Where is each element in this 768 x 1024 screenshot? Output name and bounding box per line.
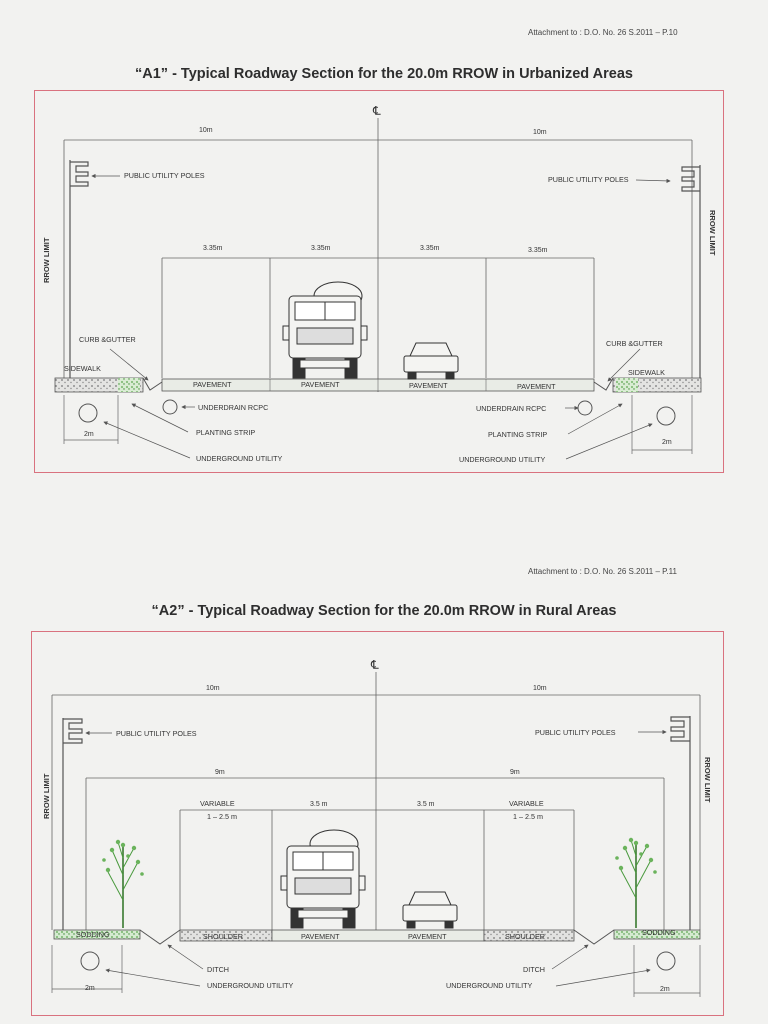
a1-centerline-symbol: ℄ [372, 104, 381, 118]
a2-utility-pole-right [670, 716, 691, 930]
a2-frame [31, 631, 724, 1016]
a2-ditch-right [573, 929, 615, 945]
a2-dim-left-10m: 10m [206, 685, 220, 692]
a2-attachment-note: Attachment to : D.O. No. 26 S.2011 – P.1… [528, 567, 677, 576]
a1-lane-4-width: 3.35m [528, 247, 548, 254]
a2-truck-illustration [280, 829, 366, 929]
a2-lane-left-width: 3.5 m [310, 801, 328, 808]
a1-label-sidewalk-left: SIDEWALK [64, 364, 101, 373]
a2-sodding-left [53, 929, 141, 940]
a1-curb-right [593, 377, 614, 391]
a2-title: “A2” - Typical Roadway Section for the 2… [151, 603, 617, 619]
a2-sodding-right [613, 929, 701, 940]
a2-label-underground-left: UNDERGROUND UTILITY [207, 981, 293, 990]
a1-underground-utility-left [78, 403, 98, 423]
a1-label-planting-left: PLANTING STRIP [196, 428, 255, 437]
a1-label-underground-right: UNDERGROUND UTILITY [459, 455, 545, 464]
a1-underground-utility-right [656, 406, 676, 426]
a2-utility-pole-left [62, 718, 83, 930]
a1-label-underdrain-right: UNDERDRAIN RCPC [476, 404, 546, 413]
a1-curb-left [142, 377, 163, 391]
a2-dim-left-9m: 9m [215, 769, 225, 776]
a2-label-pavement-right: PAVEMENT [408, 932, 447, 941]
a1-title: “A1” - Typical Roadway Section for the 2… [135, 66, 633, 82]
a1-label-utility-poles-left: PUBLIC UTILITY POLES [124, 171, 205, 180]
a1-label-planting-right: PLANTING STRIP [488, 430, 547, 439]
a2-label-variable-range-right: 1 – 2.5 m [513, 812, 543, 821]
a1-planting-right [616, 378, 638, 392]
a2-label-underground-right: UNDERGROUND UTILITY [446, 981, 532, 990]
a2-car-illustration [402, 891, 458, 929]
a2-label-ditch-right: DITCH [523, 965, 545, 974]
a1-attachment-note: Attachment to : D.O. No. 26 S.2011 – P.1… [528, 28, 678, 37]
a1-utility-pole-right [681, 165, 701, 378]
a2-dim-2m-right: 2m [660, 986, 670, 993]
a2-shoulder-right [483, 929, 575, 942]
a1-dim-2m-right: 2m [662, 439, 672, 446]
a1-underdrain-left [162, 399, 178, 415]
a1-dim-left-10m: 10m [199, 127, 213, 134]
a2-rrow-limit-right: RROW LIMIT [703, 757, 712, 803]
a2-label-variable-range-left: 1 – 2.5 m [207, 812, 237, 821]
a1-label-curb-left: CURB &GUTTER [79, 335, 136, 344]
a1-label-underdrain-left: UNDERDRAIN RCPC [198, 403, 268, 412]
a2-rrow-limit-left: RROW LIMIT [42, 773, 51, 819]
a1-lane-2-width: 3.35m [311, 245, 331, 252]
a1-lane-1-width: 3.35m [203, 245, 223, 252]
a2-centerline-symbol: ℄ [370, 658, 379, 672]
a1-lane-3-width: 3.35m [420, 245, 440, 252]
a2-dim-right-10m: 10m [533, 685, 547, 692]
a2-tree-left [102, 839, 144, 928]
a1-label-underground-left: UNDERGROUND UTILITY [196, 454, 282, 463]
a1-frame [34, 90, 724, 473]
a1-rrow-limit-left: RROW LIMIT [42, 237, 51, 283]
a2-ditch-left [139, 929, 181, 945]
a2-label-shoulder-right: SHOULDER [505, 932, 545, 941]
a1-dim-right-10m: 10m [533, 129, 547, 136]
a1-utility-pole-left [69, 160, 89, 378]
a2-label-variable-right: VARIABLE [509, 799, 544, 808]
a2-label-pavement-left: PAVEMENT [301, 932, 340, 941]
a1-planting-left [118, 378, 140, 392]
a1-label-pavement-1: PAVEMENT [193, 380, 232, 389]
a2-label-utility-poles-right: PUBLIC UTILITY POLES [535, 728, 616, 737]
a2-label-sodding-left: SODDING [76, 930, 110, 939]
a1-label-utility-poles-right: PUBLIC UTILITY POLES [548, 175, 629, 184]
a2-dim-2m-left: 2m [85, 985, 95, 992]
a1-label-pavement-2: PAVEMENT [301, 380, 340, 389]
a1-label-pavement-4: PAVEMENT [517, 382, 556, 391]
a2-label-utility-poles-left: PUBLIC UTILITY POLES [116, 729, 197, 738]
a2-label-shoulder-left: SHOULDER [203, 932, 243, 941]
a2-dim-right-9m: 9m [510, 769, 520, 776]
a2-underground-utility-left [80, 951, 100, 971]
a1-rrow-limit-right: RROW LIMIT [708, 210, 717, 256]
a2-label-ditch-left: DITCH [207, 965, 229, 974]
a1-truck-illustration [282, 281, 368, 379]
a2-label-sodding-right: SODDING [642, 928, 676, 937]
a1-label-pavement-3: PAVEMENT [409, 381, 448, 390]
a2-underground-utility-right [656, 951, 676, 971]
a2-label-variable-left: VARIABLE [200, 799, 235, 808]
a2-lane-right-width: 3.5 m [417, 801, 435, 808]
a2-tree-right [615, 837, 657, 928]
a1-label-curb-right: CURB &GUTTER [606, 339, 663, 348]
a1-label-sidewalk-right: SIDEWALK [628, 368, 665, 377]
a1-dim-2m-left: 2m [84, 431, 94, 438]
a1-car-illustration [403, 342, 459, 380]
